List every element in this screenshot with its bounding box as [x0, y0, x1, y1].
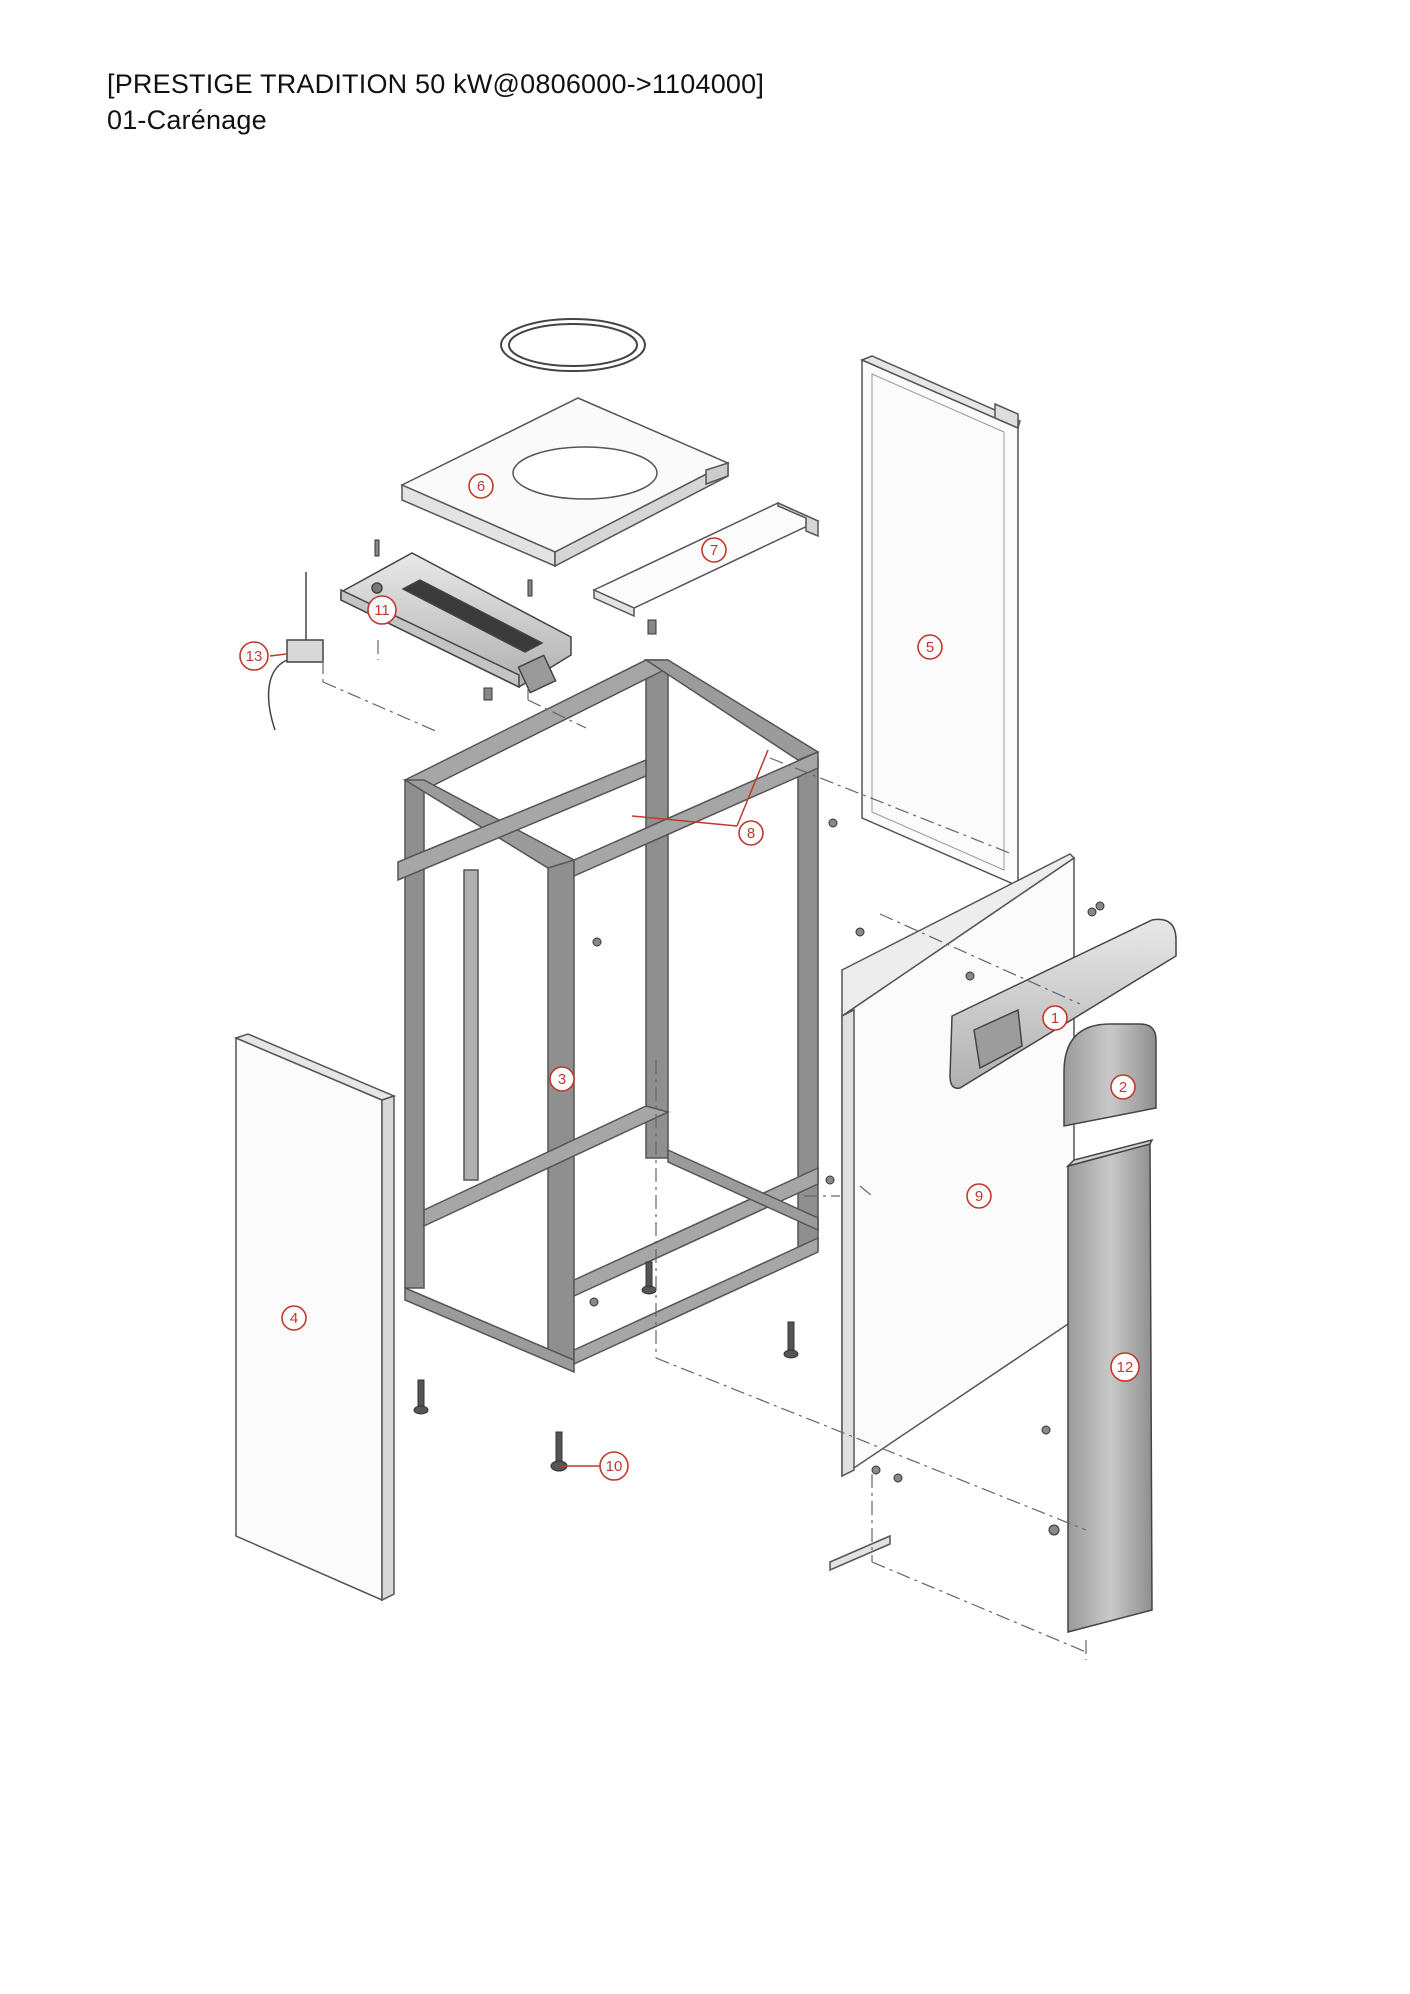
callout-label: 11	[374, 602, 390, 619]
callout-circle	[549, 1066, 575, 1092]
callout-10: 10	[599, 1451, 629, 1481]
cover-box	[1063, 1023, 1157, 1127]
ring-gasket	[500, 318, 646, 372]
top-plate	[400, 397, 730, 568]
callout-label: 7	[710, 542, 718, 559]
section-title: 01-Carénage	[107, 105, 267, 135]
callout-label: 5	[926, 639, 934, 656]
callout-4: 4	[281, 1305, 307, 1331]
model-title: [PRESTIGE TRADITION 50 kW@0806000->11040…	[107, 69, 765, 99]
sensor-with-cable	[267, 572, 324, 731]
callout-11: 11	[367, 595, 397, 625]
callout-circle	[599, 1451, 629, 1481]
callout-label: 1	[1051, 1010, 1059, 1027]
callout-9: 9	[966, 1183, 992, 1209]
callout-13: 13	[239, 641, 269, 671]
front-vertical-cover	[1065, 1138, 1154, 1633]
callout-circle	[367, 595, 397, 625]
callout-label: 9	[975, 1188, 983, 1205]
callout-circle	[1042, 1005, 1068, 1031]
callout-7: 7	[701, 537, 727, 563]
callout-2: 2	[1110, 1074, 1136, 1100]
callout-circle	[1110, 1074, 1136, 1100]
diagram-header: [PRESTIGE TRADITION 50 kW@0806000->11040…	[107, 66, 764, 138]
assembly-guide-lines	[322, 640, 1087, 1660]
callout-label: 2	[1119, 1079, 1127, 1096]
callout-5: 5	[917, 634, 943, 660]
callout-label: 12	[1117, 1359, 1134, 1376]
screws	[374, 539, 1105, 1536]
callout-label: 4	[290, 1310, 298, 1327]
callout-circle	[239, 641, 269, 671]
callout-label: 13	[246, 648, 263, 665]
callout-label: 6	[477, 478, 485, 495]
callout-label: 10	[606, 1458, 623, 1475]
callout-circle	[281, 1305, 307, 1331]
callout-circle	[917, 634, 943, 660]
callout-6: 6	[468, 473, 494, 499]
callout-12: 12	[1110, 1352, 1140, 1382]
callout-leaders	[269, 653, 769, 1467]
callout-8: 8	[738, 820, 764, 846]
right-side-panel	[860, 355, 1021, 888]
callout-label: 3	[558, 1071, 566, 1088]
callout-1: 1	[1042, 1005, 1068, 1031]
main-frame	[397, 659, 820, 1374]
front-panel	[841, 853, 1076, 1478]
callout-label: 8	[747, 825, 755, 842]
bottom-bracket	[829, 1534, 891, 1572]
callout-circle	[701, 537, 727, 563]
callout-circle	[468, 473, 494, 499]
callout-circle	[738, 820, 764, 846]
adjustable-feet	[413, 1261, 799, 1472]
callout-circle	[966, 1183, 992, 1209]
callout-circle	[1110, 1352, 1140, 1382]
callout-3: 3	[549, 1066, 575, 1092]
front-fascia	[949, 918, 1177, 1089]
left-side-panel	[233, 1033, 397, 1602]
